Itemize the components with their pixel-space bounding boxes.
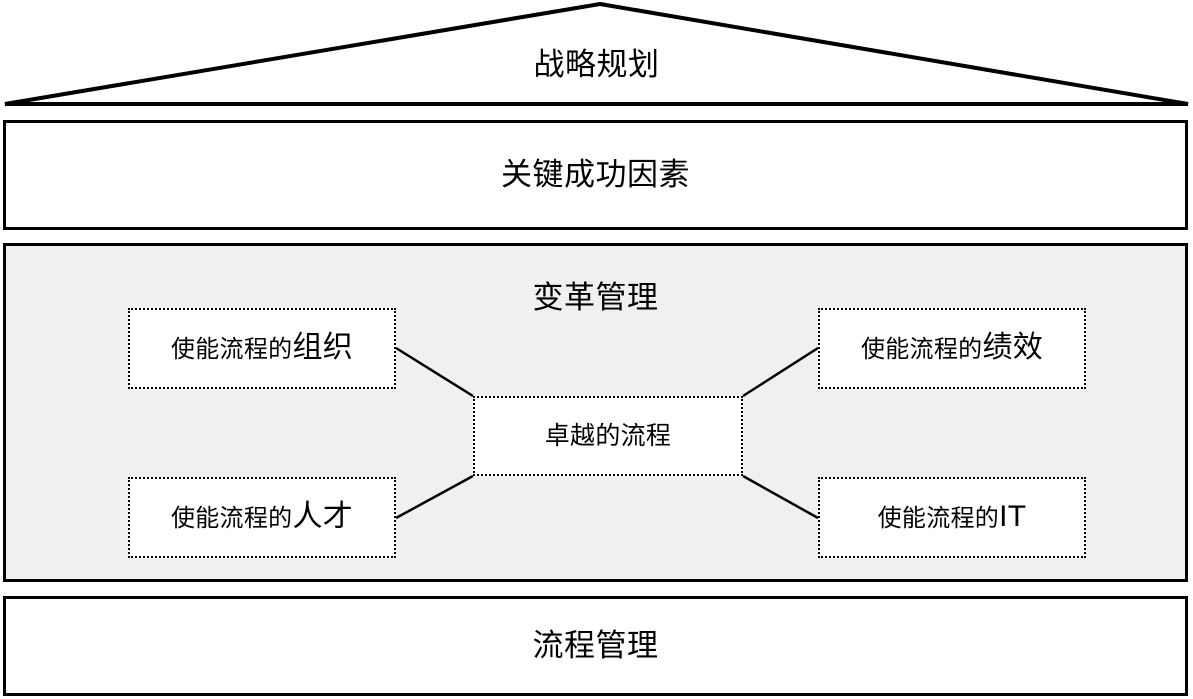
node-process-excellence[interactable]: 卓越的流程	[473, 396, 743, 476]
roof-label: 战略规划	[533, 47, 660, 82]
node-enabling-process-performance[interactable]: 使能流程的绩效	[818, 308, 1086, 389]
node-it-label: 使能流程的IT	[877, 499, 1027, 534]
node-talent-label: 使能流程的人才	[170, 499, 354, 534]
region-change-management[interactable]: 变革管理 使能流程的组织 使能流程的绩效 使能流程的人才 使能流程的IT 卓越的…	[3, 243, 1188, 582]
node-organization-label: 使能流程的组织	[170, 330, 354, 365]
connector-it-to-center	[742, 474, 819, 520]
connector-performance-to-center	[742, 346, 819, 398]
node-organization-prefix: 使能流程的	[170, 335, 293, 363]
node-performance-label: 使能流程的绩效	[860, 330, 1044, 365]
connector-organization-to-center	[395, 346, 474, 398]
connector-lines	[395, 346, 819, 520]
node-enabling-process-talent[interactable]: 使能流程的人才	[128, 477, 396, 558]
node-enabling-process-organization[interactable]: 使能流程的组织	[128, 308, 396, 389]
node-talent-emphasis: 人才	[292, 499, 354, 533]
node-talent-prefix: 使能流程的	[170, 504, 293, 532]
band-process-management[interactable]: 流程管理	[3, 596, 1188, 696]
node-enabling-process-it[interactable]: 使能流程的IT	[818, 477, 1086, 558]
band-process-management-label: 流程管理	[532, 628, 659, 663]
node-it-prefix: 使能流程的	[877, 504, 1000, 532]
node-it-emphasis: IT	[999, 499, 1027, 533]
node-process-excellence-label: 卓越的流程	[544, 422, 672, 450]
node-organization-emphasis: 组织	[292, 330, 354, 364]
region-change-management-title: 变革管理	[532, 280, 659, 315]
node-performance-emphasis: 绩效	[982, 330, 1044, 364]
band-key-success-factors-label: 关键成功因素	[501, 157, 690, 192]
roof-triangle-icon	[4, 1, 1189, 106]
strategy-roof: 战略规划	[0, 0, 1193, 112]
connector-talent-to-center	[395, 474, 474, 520]
node-performance-prefix: 使能流程的	[860, 335, 983, 363]
band-key-success-factors[interactable]: 关键成功因素	[3, 120, 1188, 230]
